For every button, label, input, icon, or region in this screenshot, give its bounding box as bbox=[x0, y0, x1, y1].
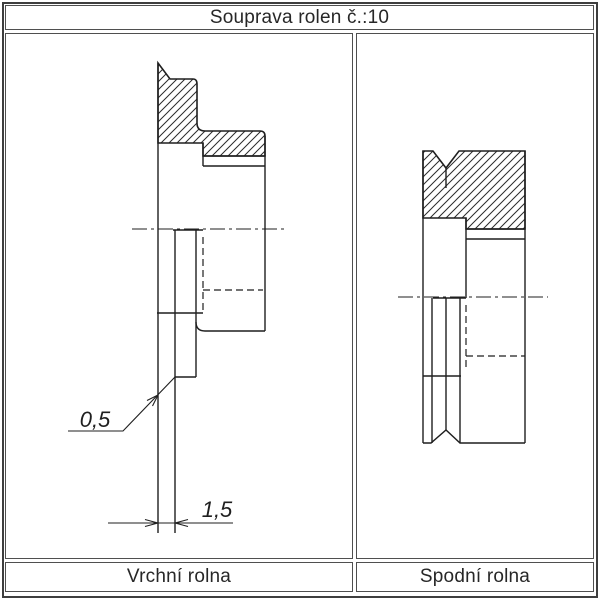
right-panel-caption: Spodní rolna bbox=[419, 566, 531, 587]
right-panel-caption-cell: Spodní rolna bbox=[356, 562, 594, 592]
title-bar: Souprava rolen č.:10 bbox=[5, 5, 594, 30]
left-panel-caption: Vrchní rolna bbox=[126, 566, 232, 587]
left-panel-caption-cell: Vrchní rolna bbox=[5, 562, 353, 592]
page-title: Souprava rolen č.:10 bbox=[209, 6, 390, 28]
left-drawing-panel bbox=[5, 33, 353, 559]
right-drawing-panel bbox=[356, 33, 594, 559]
